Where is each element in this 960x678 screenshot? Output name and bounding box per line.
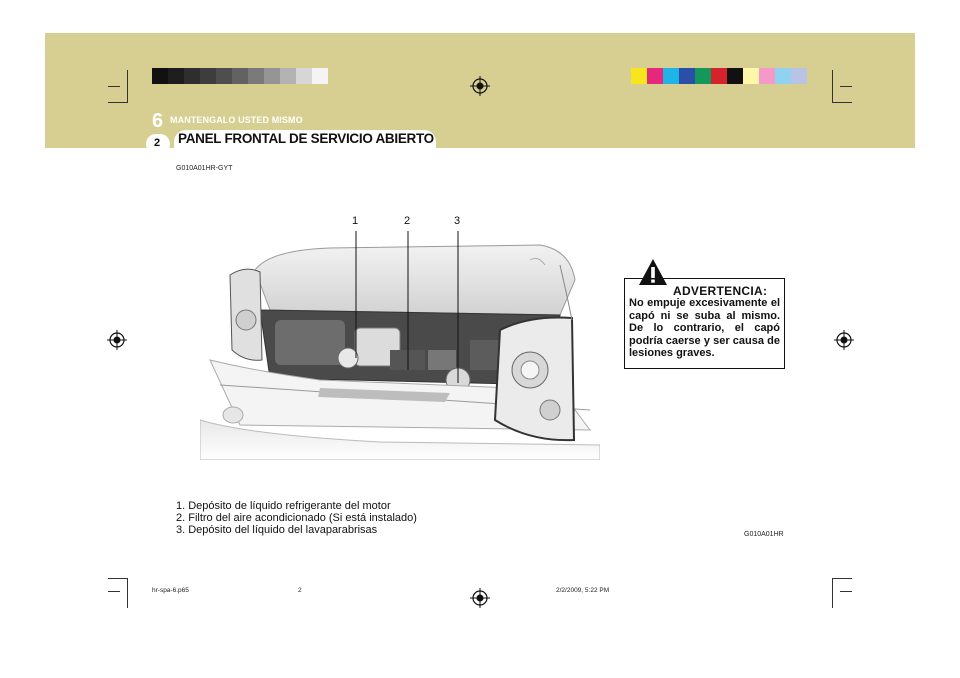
- warning-box: [624, 278, 785, 369]
- chapter-number: 6: [152, 110, 164, 132]
- calibration-swatch: [184, 68, 200, 84]
- calibration-swatch: [679, 68, 695, 84]
- warning-body: No empuje excesivamente el capó ni se su…: [629, 297, 780, 359]
- callout-3: 3: [454, 215, 461, 227]
- exclamation-triangle-icon: [639, 259, 667, 285]
- page-number-bubble: [146, 134, 170, 154]
- callout-lines: [355, 231, 459, 383]
- registration-target-icon: [470, 76, 490, 96]
- list-item: 3. Depósito del líquido del lavaparabris…: [176, 524, 378, 537]
- footer-file: hr-spa-6.p65: [152, 587, 189, 594]
- calibration-swatch: [711, 68, 727, 84]
- color-calibration-bar: [631, 68, 807, 84]
- section-tab: [174, 130, 436, 148]
- calibration-swatch: [663, 68, 679, 84]
- crop-mark: [840, 591, 852, 592]
- crop-mark: [127, 70, 128, 102]
- page-number: 2: [154, 137, 161, 149]
- registration-target-icon: [107, 330, 127, 350]
- list-item: 1. Depósito de líquido refrigerante del …: [176, 500, 391, 512]
- calibration-swatch: [264, 68, 280, 84]
- chapter-title: MANTENGALO USTED MISMO: [170, 115, 303, 125]
- calibration-swatch: [216, 68, 232, 84]
- calibration-swatch: [152, 68, 168, 84]
- crop-mark: [832, 102, 852, 103]
- calibration-swatch: [312, 68, 328, 84]
- image-code: G010A01HR-GYT: [176, 165, 233, 172]
- registration-target-icon: [834, 330, 854, 350]
- calibration-swatch: [248, 68, 264, 84]
- callout-1: 1: [352, 215, 359, 227]
- warning-title: ADVERTENCIA:: [673, 284, 768, 298]
- list-item: 2. Filtro del aire acondicionado (Si est…: [176, 512, 417, 525]
- gray-calibration-bar: [152, 68, 328, 84]
- calibration-swatch: [727, 68, 743, 84]
- crop-mark: [832, 578, 852, 579]
- calibration-swatch: [232, 68, 248, 84]
- crop-mark: [108, 86, 120, 87]
- calibration-swatch: [775, 68, 791, 84]
- registration-target-icon: [470, 588, 490, 608]
- calibration-swatch: [200, 68, 216, 84]
- calibration-swatch: [791, 68, 807, 84]
- crop-mark: [832, 578, 833, 608]
- footer-timestamp: 2/2/2009, 5:22 PM: [556, 587, 610, 594]
- calibration-swatch: [695, 68, 711, 84]
- calibration-swatch: [631, 68, 647, 84]
- engine-bay-illustration: [200, 244, 600, 460]
- crop-mark: [832, 70, 833, 102]
- calibration-swatch: [280, 68, 296, 84]
- crop-mark: [108, 102, 128, 103]
- crop-mark: [108, 591, 120, 592]
- calibration-swatch: [296, 68, 312, 84]
- calibration-swatch: [759, 68, 775, 84]
- component-list: 1. Depósito de líquido refrigerante del …: [176, 500, 417, 537]
- footer-page: 2: [298, 587, 302, 594]
- callout-2: 2: [404, 215, 411, 227]
- crop-mark: [127, 578, 128, 608]
- section-title: PANEL FRONTAL DE SERVICIO ABIERTO: [178, 131, 434, 146]
- calibration-swatch: [743, 68, 759, 84]
- figure-code: G010A01HR: [744, 531, 784, 538]
- crop-mark: [108, 578, 128, 579]
- calibration-swatch: [168, 68, 184, 84]
- crop-mark: [840, 86, 852, 87]
- calibration-swatch: [647, 68, 663, 84]
